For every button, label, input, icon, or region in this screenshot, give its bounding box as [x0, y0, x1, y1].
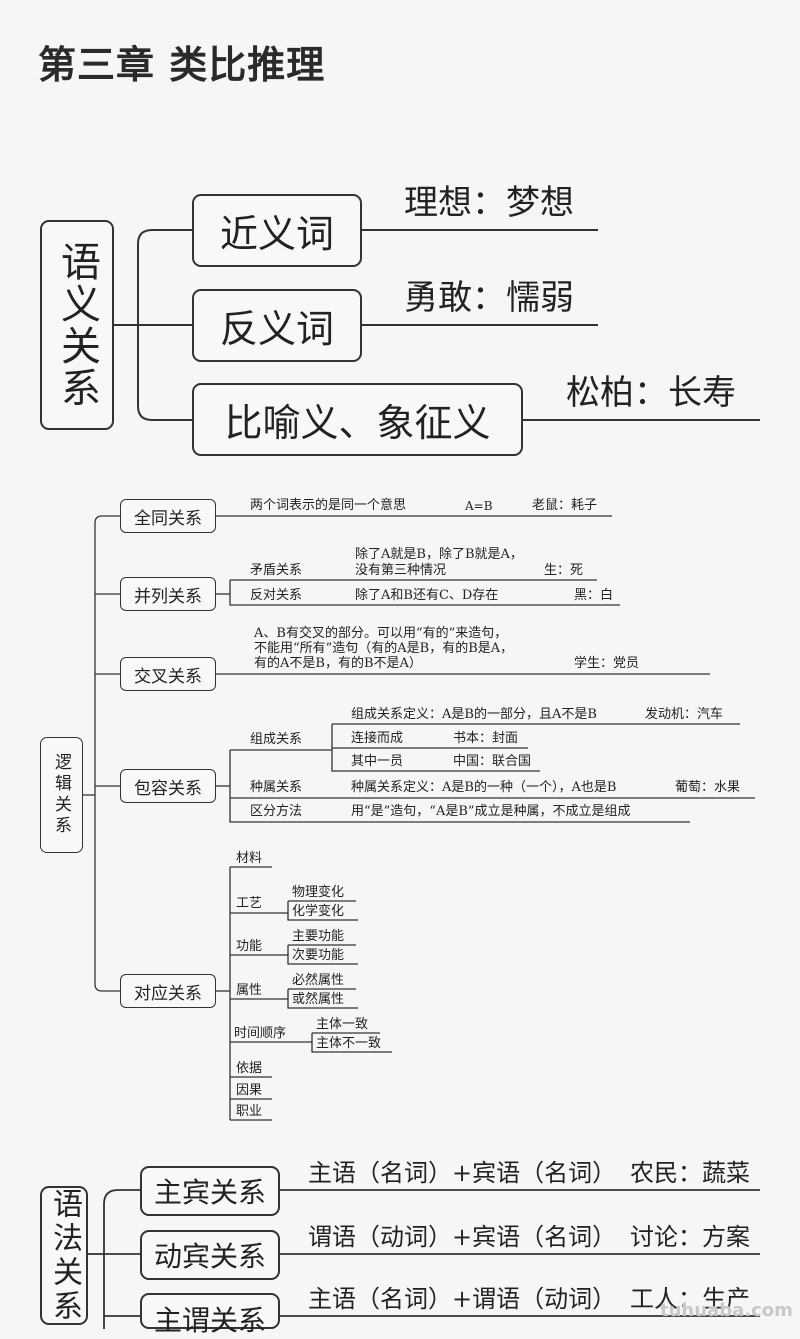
include-box: 包容关系 — [120, 769, 216, 803]
grammar-connectors — [88, 1189, 760, 1329]
all-same-formula: A=B — [465, 499, 493, 513]
opposite-desc: 除了A和B还有C、D存在 — [355, 588, 499, 603]
material-label: 材料 — [236, 851, 263, 866]
composition-label: 组成关系 — [250, 732, 303, 747]
cross-box: 交叉关系 — [120, 657, 216, 691]
synonym-box: 近义词 — [192, 194, 362, 267]
logic-root-box: 逻辑关系 — [40, 737, 83, 853]
page-title: 第三章 类比推理 — [38, 43, 326, 87]
time-order-item-same: 主体一致 — [316, 1017, 369, 1032]
subject-object-box: 主宾关系 — [140, 1166, 280, 1216]
cause-label: 因果 — [236, 1083, 263, 1098]
contradict-label: 矛盾关系 — [250, 563, 303, 578]
all-same-desc: 两个词表示的是同一个意思 — [250, 498, 407, 513]
metaphor-example: 松柏：长寿 — [566, 373, 736, 413]
craft-label: 工艺 — [236, 896, 263, 911]
subject-predicate-example: 工人：生产 — [630, 1285, 750, 1313]
connect-example: 书本：封面 — [453, 731, 519, 746]
composition-definition: 组成关系定义：A是B的一部分，且A不是B — [351, 707, 597, 722]
connect-label: 连接而成 — [351, 731, 404, 746]
grammar-root-box: 语法关系 — [40, 1186, 88, 1325]
metaphor-box: 比喻义、象征义 — [192, 383, 523, 456]
time-order-label: 时间顺序 — [234, 1026, 287, 1041]
logic-connectors — [83, 515, 755, 1121]
all-same-example: 老鼠：耗子 — [532, 498, 598, 513]
member-label: 其中一员 — [351, 754, 404, 769]
opposite-example: 黑：白 — [574, 588, 614, 603]
attribute-item-possible: 或然属性 — [292, 992, 345, 1007]
species-label: 种属关系 — [250, 780, 303, 795]
contradict-example: 生：死 — [544, 563, 584, 578]
composition-def-example: 发动机：汽车 — [645, 707, 724, 722]
cross-example: 学生：党员 — [574, 656, 640, 671]
parallel-box: 并列关系 — [120, 577, 216, 611]
species-example: 葡萄：水果 — [675, 780, 741, 795]
verb-object-formula: 谓语（动词）+宾语（名词） — [308, 1223, 617, 1251]
antonym-example: 勇敢：懦弱 — [404, 278, 574, 318]
attribute-item-necessary: 必然属性 — [292, 973, 345, 988]
function-item-secondary: 次要功能 — [292, 948, 345, 963]
verb-object-box: 动宾关系 — [140, 1230, 280, 1280]
cross-desc-3: 有的A不是B，有的B不是A） — [254, 656, 422, 671]
subject-predicate-box: 主谓关系 — [140, 1293, 280, 1337]
antonym-box: 反义词 — [192, 289, 362, 362]
cross-desc-2: 不能用“所有”造句（有的A是B，有的B是A， — [254, 641, 514, 656]
time-order-item-different: 主体不一致 — [316, 1036, 382, 1051]
semantic-connectors — [114, 229, 760, 421]
synonym-example: 理想：梦想 — [404, 183, 574, 223]
career-label: 职业 — [236, 1104, 263, 1119]
subject-object-formula: 主语（名词）+宾语（名词） — [308, 1159, 617, 1187]
contradict-desc-1: 除了A就是B，除了B就是A， — [355, 547, 523, 562]
craft-item-physical: 物理变化 — [292, 885, 345, 900]
basis-label: 依据 — [236, 1061, 263, 1076]
subject-predicate-formula: 主语（名词）+谓语（动词） — [308, 1285, 617, 1313]
opposite-label: 反对关系 — [250, 588, 303, 603]
craft-item-chemical: 化学变化 — [292, 904, 345, 919]
watermark: tuhuaba.com — [660, 1300, 793, 1321]
contradict-desc-2: 没有第三种情况 — [355, 563, 447, 578]
distinguish-desc: 用“是”造句，“A是B”成立是种属，不成立是组成 — [351, 804, 631, 819]
member-example: 中国：联合国 — [453, 754, 532, 769]
attribute-label: 属性 — [236, 983, 263, 998]
all-same-box: 全同关系 — [120, 499, 216, 533]
species-definition: 种属关系定义：A是B的一种（一个），A也是B — [351, 780, 617, 795]
correspond-box: 对应关系 — [120, 974, 216, 1008]
cross-desc-1: A、B有交叉的部分。可以用“有的”来造句， — [254, 626, 508, 641]
distinguish-label: 区分方法 — [250, 804, 303, 819]
semantic-root-box: 语义关系 — [40, 220, 114, 430]
function-label: 功能 — [236, 939, 263, 954]
verb-object-example: 讨论：方案 — [630, 1223, 750, 1251]
function-item-main: 主要功能 — [292, 929, 345, 944]
subject-object-example: 农民：蔬菜 — [630, 1159, 750, 1187]
